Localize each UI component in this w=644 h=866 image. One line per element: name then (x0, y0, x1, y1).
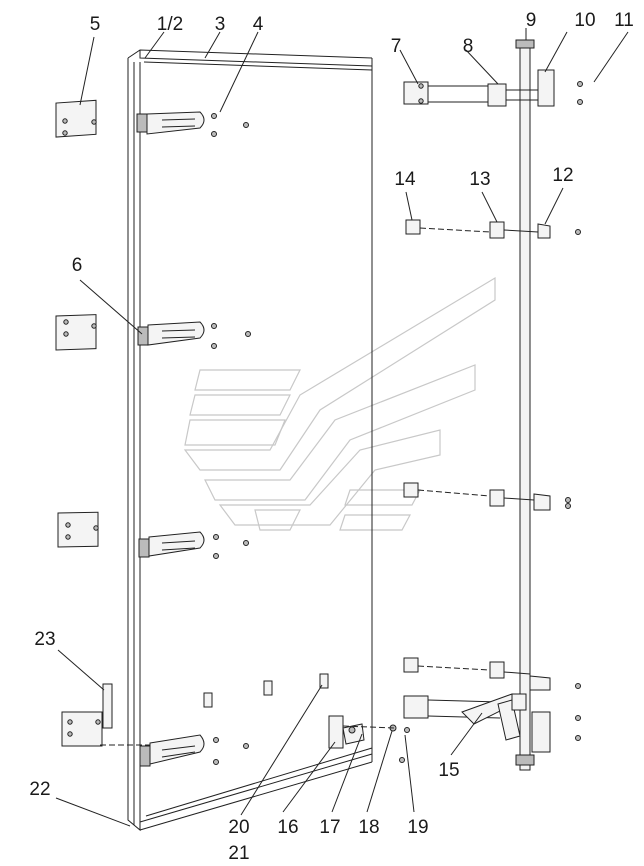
label-12: 12 (552, 165, 573, 186)
handle-assembly (403, 693, 581, 753)
guide-assembly-3 (403, 657, 581, 691)
upper-bracket-assembly (403, 69, 583, 107)
label-23: 23 (34, 629, 55, 650)
label-4: 4 (253, 14, 264, 35)
label-3: 3 (215, 14, 226, 35)
door-frame (127, 49, 373, 832)
hinge-assembly-4 (61, 683, 249, 767)
guide-assembly-2 (403, 482, 571, 511)
label-7: 7 (391, 36, 402, 57)
label-20: 20 (228, 817, 249, 838)
hinge-assembly-2 (55, 314, 251, 351)
hinge-assembly-1 (55, 99, 249, 138)
label-21: 21 (228, 843, 249, 864)
watermark-logo (183, 276, 496, 531)
label-8: 8 (463, 36, 474, 57)
label-1-2: 1/2 (157, 14, 183, 35)
label-11: 11 (614, 10, 634, 31)
part-labels: 5 1/2 3 4 9 10 11 7 8 14 13 12 6 23 15 2… (29, 10, 633, 864)
label-19: 19 (407, 817, 428, 838)
label-9: 9 (526, 10, 537, 31)
hinge-assembly-3 (57, 511, 249, 559)
label-13: 13 (469, 169, 490, 190)
label-22: 22 (29, 779, 50, 800)
guide-assembly-1 (405, 219, 581, 239)
door-clips (203, 673, 329, 708)
lock-mechanism (328, 715, 410, 763)
leader-lines (55, 28, 629, 827)
label-15: 15 (438, 760, 459, 781)
label-6: 6 (72, 255, 83, 276)
label-14: 14 (394, 169, 416, 190)
locking-bar (515, 39, 535, 771)
label-17: 17 (319, 817, 340, 838)
label-5: 5 (90, 14, 101, 35)
label-16: 16 (277, 817, 298, 838)
label-10: 10 (574, 10, 595, 31)
label-18: 18 (358, 817, 379, 838)
